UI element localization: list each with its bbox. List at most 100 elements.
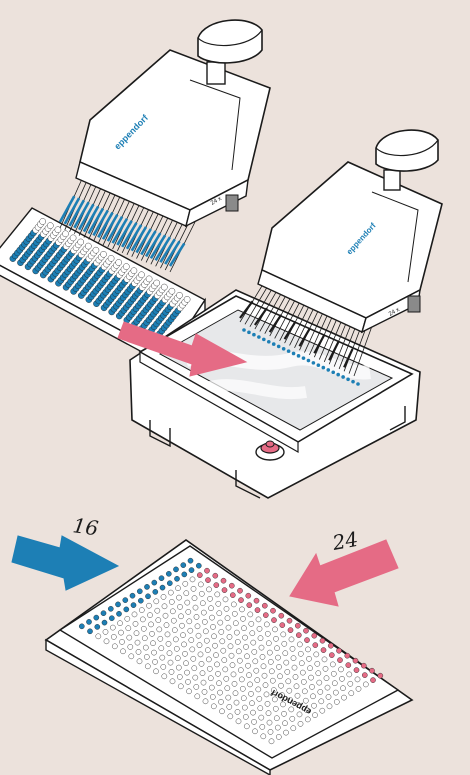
plate-well xyxy=(348,690,355,697)
plate-well xyxy=(215,671,221,677)
plate-well xyxy=(153,668,159,675)
plate-well xyxy=(190,586,197,592)
tip-liquid xyxy=(101,213,119,240)
plate-well xyxy=(164,631,171,638)
plate-well xyxy=(237,667,244,673)
plate-well xyxy=(333,699,340,705)
plate-well xyxy=(309,684,315,690)
plate-well xyxy=(205,656,212,663)
plate-well xyxy=(242,634,248,641)
pink-count-label: 24 xyxy=(330,527,360,555)
tip-liquid xyxy=(92,209,109,237)
plate-well xyxy=(200,609,207,616)
drop xyxy=(257,335,261,339)
plate-well xyxy=(267,659,274,665)
plate-well xyxy=(210,624,216,630)
plate-well xyxy=(217,619,224,626)
plate-well xyxy=(152,659,158,665)
source-well xyxy=(176,291,183,299)
plate-well xyxy=(192,604,199,611)
drop xyxy=(331,370,336,375)
plate-well xyxy=(296,641,303,648)
plate-well xyxy=(235,718,242,725)
plate-well xyxy=(180,632,186,638)
plate-well xyxy=(293,683,300,690)
plate-well xyxy=(288,706,295,713)
plate-well xyxy=(223,676,230,682)
plate-well xyxy=(262,682,269,688)
plate-well xyxy=(143,654,150,660)
plate-well xyxy=(345,662,352,668)
drop xyxy=(336,372,340,377)
plate-well xyxy=(212,642,218,649)
plate-well xyxy=(162,612,169,619)
plate-well xyxy=(337,657,343,663)
source-well xyxy=(153,279,160,287)
plate-well xyxy=(125,625,132,632)
plate-well xyxy=(195,632,202,639)
plate-well xyxy=(170,617,177,624)
source-well xyxy=(62,230,69,238)
source-well xyxy=(123,263,130,270)
plate-well xyxy=(300,679,307,685)
source-well xyxy=(168,287,176,295)
plate-well xyxy=(235,648,242,655)
drop xyxy=(321,365,326,370)
plate-well xyxy=(101,619,108,626)
plate-well xyxy=(222,666,229,673)
plate-well xyxy=(187,627,194,634)
plate-well xyxy=(303,627,309,634)
plate-well xyxy=(212,572,219,579)
plate-well xyxy=(79,623,85,630)
plate-well xyxy=(209,694,216,700)
plate-well xyxy=(224,685,231,692)
plate-well xyxy=(303,707,310,713)
plate-well xyxy=(137,597,144,604)
source-well xyxy=(138,271,145,279)
pink-column-arrow: 24 xyxy=(289,527,399,607)
plate-well xyxy=(254,677,261,683)
plate-well xyxy=(361,672,368,678)
plate-well xyxy=(203,637,210,644)
plate-well xyxy=(189,646,196,653)
plate-well xyxy=(214,591,221,598)
tip-liquid xyxy=(125,224,143,250)
plate-well xyxy=(276,664,282,670)
plate-well xyxy=(182,581,189,587)
plate-well xyxy=(218,699,224,705)
plate-well xyxy=(110,624,116,631)
tip-liquid xyxy=(154,236,172,261)
plate-well xyxy=(250,709,256,716)
plate-well xyxy=(281,711,287,717)
plate-well xyxy=(210,703,217,710)
plate-well xyxy=(287,627,294,633)
source-well xyxy=(39,218,47,225)
plate-well xyxy=(102,629,109,635)
plate-well xyxy=(244,653,250,660)
plate-well xyxy=(302,697,309,704)
plate-well xyxy=(224,615,231,622)
plate-well xyxy=(352,657,359,664)
plate-well xyxy=(201,689,208,695)
plate-well xyxy=(198,661,205,667)
source-well xyxy=(130,267,138,275)
plate-well xyxy=(354,676,361,683)
tip-liquid xyxy=(135,228,152,254)
plate-well xyxy=(327,642,334,649)
plate-well xyxy=(144,663,151,670)
plate-well xyxy=(241,625,247,632)
plate-well xyxy=(208,605,214,612)
source-well xyxy=(145,275,153,283)
plate-well xyxy=(184,669,190,676)
plate-well xyxy=(160,664,167,670)
plate-well xyxy=(103,638,110,645)
plate-well xyxy=(252,658,259,665)
plate-well xyxy=(304,637,310,643)
plate-well xyxy=(250,639,257,646)
plate-well xyxy=(184,599,191,606)
plate-well xyxy=(294,692,301,699)
tip-liquid xyxy=(97,211,114,238)
plate-well xyxy=(130,602,137,608)
plate-well xyxy=(292,674,299,680)
plate-well xyxy=(247,681,253,688)
